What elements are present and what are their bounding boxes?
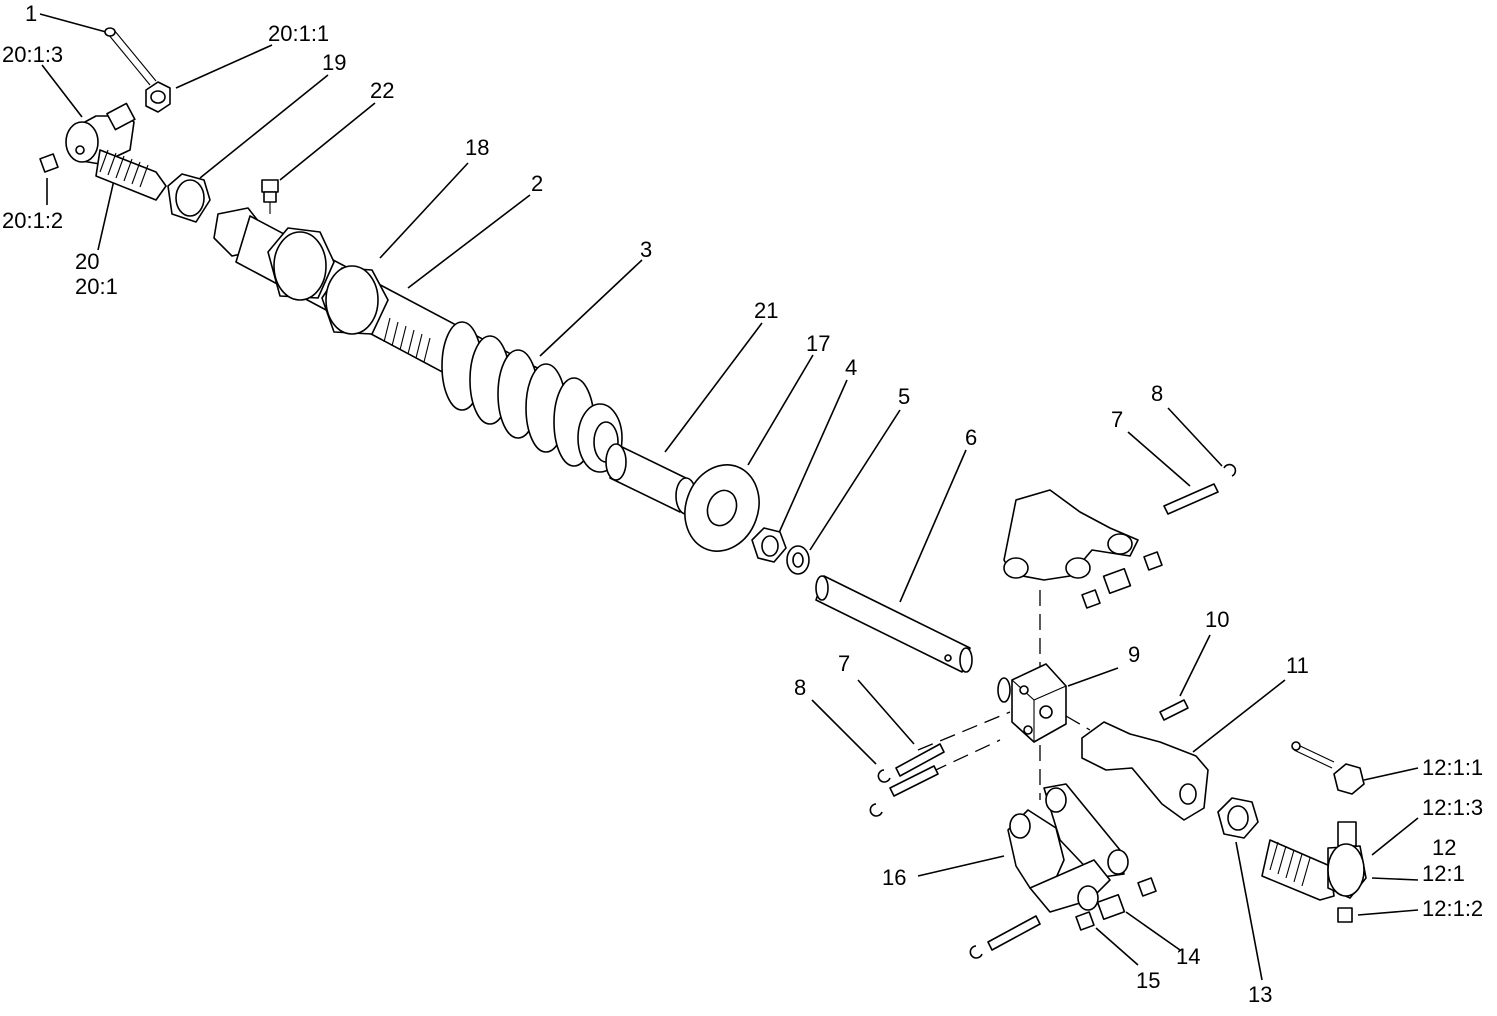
actuator-body bbox=[213, 207, 623, 473]
callout-8-upper: 8 bbox=[1151, 381, 1164, 406]
tie-rod-end-right bbox=[1261, 741, 1367, 923]
washer-17 bbox=[684, 464, 760, 552]
sleeve-21 bbox=[605, 443, 697, 515]
callout-11: 11 bbox=[1286, 653, 1309, 678]
callout-21: 21 bbox=[754, 298, 779, 323]
callout-14: 14 bbox=[1176, 944, 1201, 969]
callout-20-1-3: 20:1:3 bbox=[2, 42, 64, 67]
callout-22: 22 bbox=[370, 78, 395, 103]
assembly-center-lines bbox=[909, 590, 1091, 800]
arm-11 bbox=[1081, 721, 1209, 821]
block-9 bbox=[997, 663, 1067, 743]
callout-20-1-2: 20:1:2 bbox=[2, 208, 64, 233]
callout-6: 6 bbox=[965, 425, 978, 450]
callout-19: 19 bbox=[322, 50, 347, 75]
callout-5: 5 bbox=[898, 384, 911, 409]
callout-8-lower: 8 bbox=[794, 675, 807, 700]
pins-left bbox=[869, 743, 945, 817]
nut-13 bbox=[1217, 797, 1259, 839]
callout-20-1: 20:1 bbox=[75, 274, 118, 299]
callout-4: 4 bbox=[845, 355, 858, 380]
callout-20: 20 bbox=[75, 249, 100, 274]
leader-lines bbox=[39, 13, 1419, 981]
lower-bracket-16 bbox=[969, 783, 1157, 959]
tie-rod-end-left bbox=[39, 27, 171, 201]
callout-16: 16 bbox=[882, 865, 907, 890]
hex-nut-19 bbox=[167, 173, 211, 223]
callout-12: 12 bbox=[1432, 835, 1457, 860]
callout-18: 18 bbox=[465, 135, 490, 160]
callout-13: 13 bbox=[1248, 982, 1273, 1007]
callout-12-1-2: 12:1:2 bbox=[1422, 896, 1484, 921]
callout-1: 1 bbox=[25, 1, 38, 26]
callout-12-1-1: 12:1:1 bbox=[1422, 755, 1484, 780]
callout-17: 17 bbox=[806, 331, 831, 356]
callout-12-1-3: 12:1:3 bbox=[1422, 795, 1484, 820]
callout-12-1: 12:1 bbox=[1422, 861, 1465, 886]
callout-7-lower: 7 bbox=[838, 651, 851, 676]
callout-20-1-1: 20:1:1 bbox=[268, 21, 330, 46]
shaft-6 bbox=[815, 575, 973, 673]
callout-9: 9 bbox=[1128, 642, 1141, 667]
callout-10: 10 bbox=[1205, 607, 1230, 632]
upper-bracket bbox=[1003, 463, 1237, 609]
callout-2: 2 bbox=[531, 171, 544, 196]
nut-4 bbox=[751, 527, 787, 563]
callout-3: 3 bbox=[640, 237, 653, 262]
grease-fitting-22 bbox=[261, 179, 279, 214]
callout-7-upper: 7 bbox=[1111, 407, 1124, 432]
washer-5 bbox=[786, 545, 810, 575]
callout-15: 15 bbox=[1136, 968, 1161, 993]
roll-pin-10 bbox=[1159, 699, 1189, 721]
